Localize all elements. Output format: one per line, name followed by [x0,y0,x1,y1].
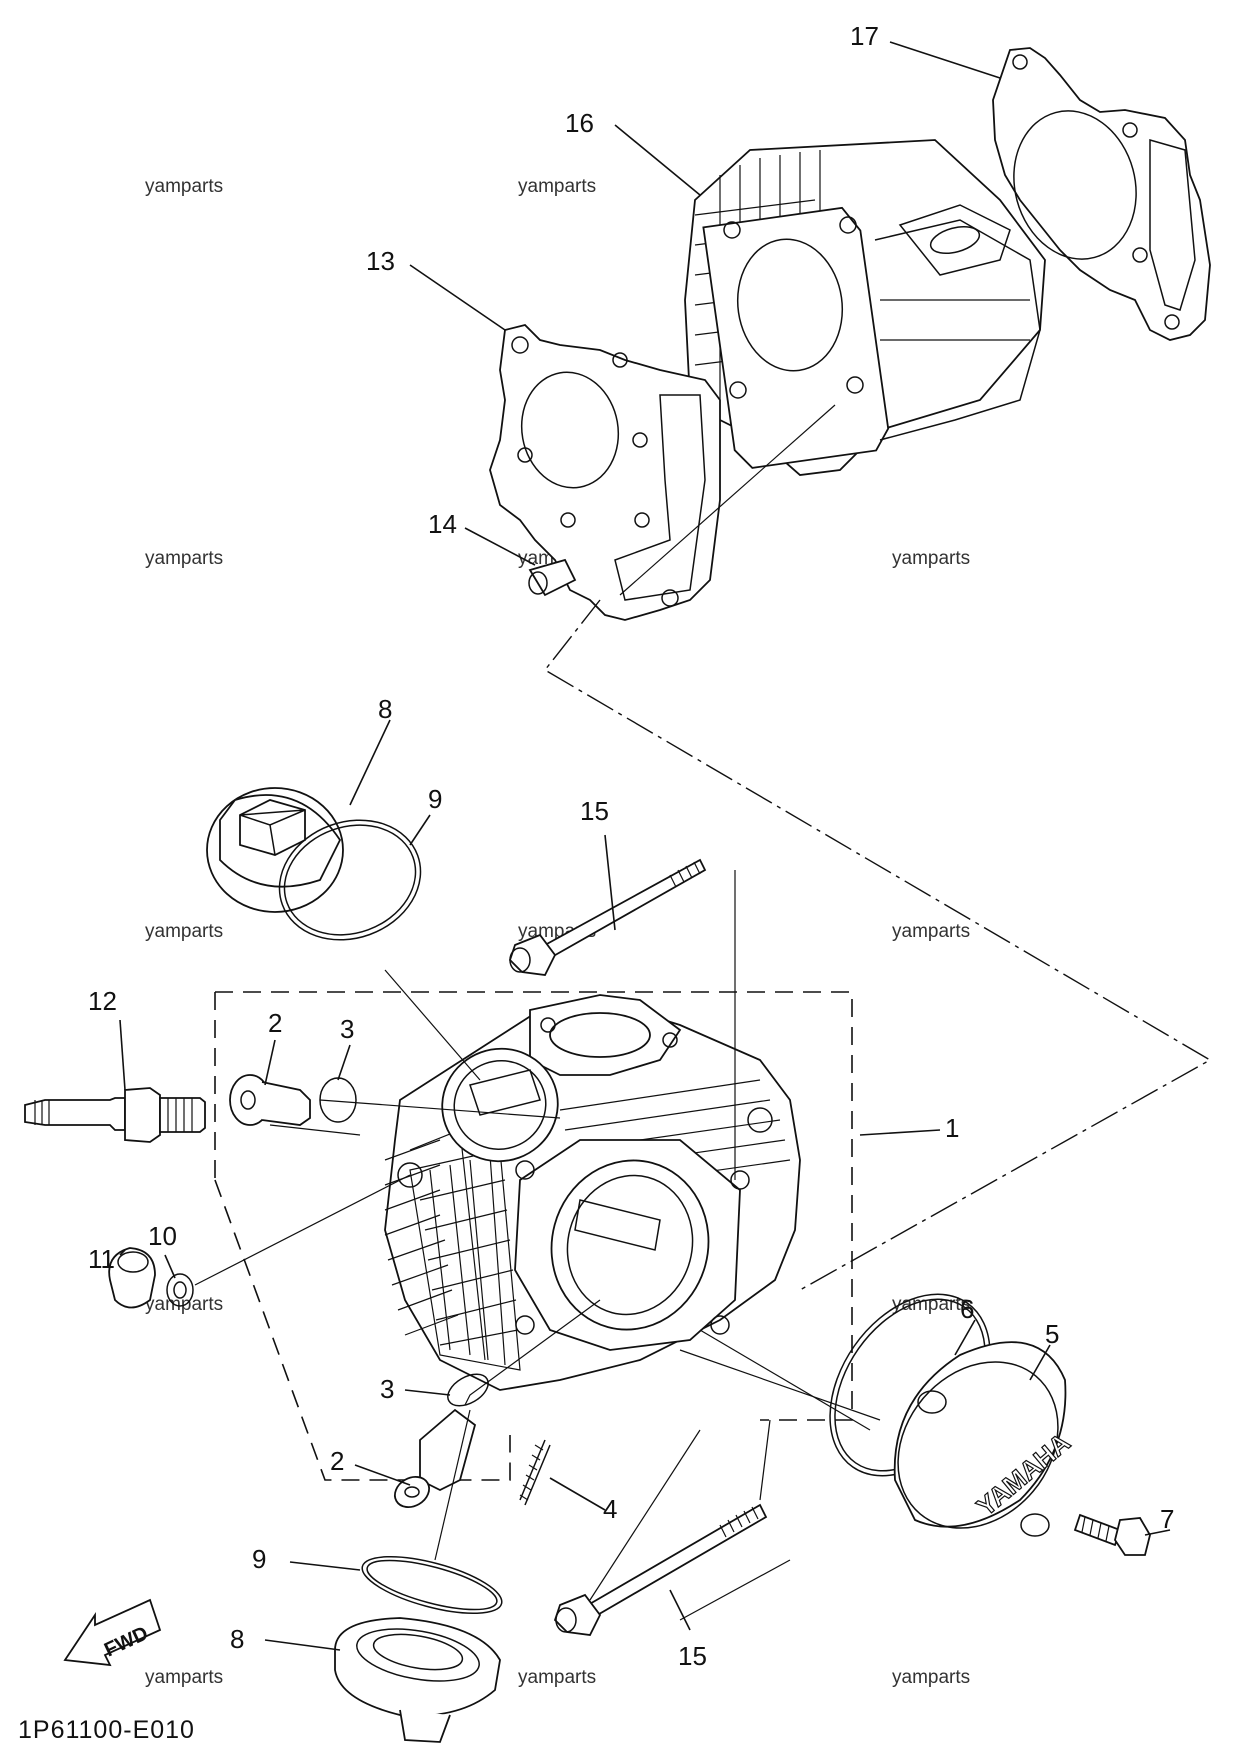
diagram-code: 1P61100-E010 [18,1716,195,1744]
label-10: 10 [148,1221,177,1251]
label-4: 4 [603,1494,617,1524]
part-8-cap-top [206,787,344,913]
label-3-lower: 3 [380,1374,394,1404]
label-2-lower: 2 [330,1446,344,1476]
label-16: 16 [565,108,594,138]
part-14-dowel-pin [528,558,577,597]
watermark: yamparts [145,548,223,569]
watermark: yamparts [892,1294,970,1315]
watermark: yamparts [892,921,970,942]
label-3-upper: 3 [340,1014,354,1044]
part-15-bolt-top [508,858,707,976]
label-15-top: 15 [580,796,609,826]
watermark: yamparts [518,176,596,197]
fwd-arrow-icon: FWD [63,1598,162,1667]
label-5: 5 [1045,1319,1059,1349]
part-9-oring-top [278,819,422,941]
watermark: yamparts [518,1667,596,1688]
label-9-lower: 9 [252,1544,266,1574]
part-17-gasket [992,47,1211,341]
part-7-bolt [1073,1513,1151,1556]
watermark: yamparts [892,548,970,569]
label-9-top: 9 [428,784,442,814]
label-8-top: 8 [378,694,392,724]
part-8-cap-lower [334,1617,501,1743]
part-13-head-gasket [489,324,721,621]
part-3-lower [447,1373,489,1407]
leader-lines [119,41,1212,1651]
label-2-upper: 2 [268,1008,282,1038]
label-17: 17 [850,21,879,51]
watermark: yamparts [145,921,223,942]
label-1: 1 [945,1113,959,1143]
part-16-cylinder [684,139,1046,476]
part-5-side-cover: YAMAHA [893,1341,1077,1537]
watermark: yamparts [892,1667,970,1688]
part-11-cap-nut [108,1247,156,1309]
part-labels: 17 16 13 14 8 9 15 12 2 3 1 10 11 6 5 3 … [88,21,1174,1671]
part-1-cylinder-head [214,991,853,1481]
label-14: 14 [428,509,457,539]
label-12: 12 [88,986,117,1016]
part-15-bolt-lower [553,1503,768,1636]
part-4-spring [519,1439,551,1506]
label-6: 6 [960,1294,974,1324]
label-8-lower: 8 [230,1624,244,1654]
watermark: yamparts [145,176,223,197]
part-10-washer [166,1273,194,1307]
part-2-upper [229,1074,311,1126]
label-13: 13 [366,246,395,276]
label-7: 7 [1160,1504,1174,1534]
label-15-lower: 15 [678,1641,707,1671]
part-12-spark-plug [24,1087,206,1143]
label-11: 11 [88,1244,115,1274]
part-2-lower [394,1408,477,1508]
watermark: yamparts [145,1667,223,1688]
part-9-oring-lower [361,1555,503,1615]
